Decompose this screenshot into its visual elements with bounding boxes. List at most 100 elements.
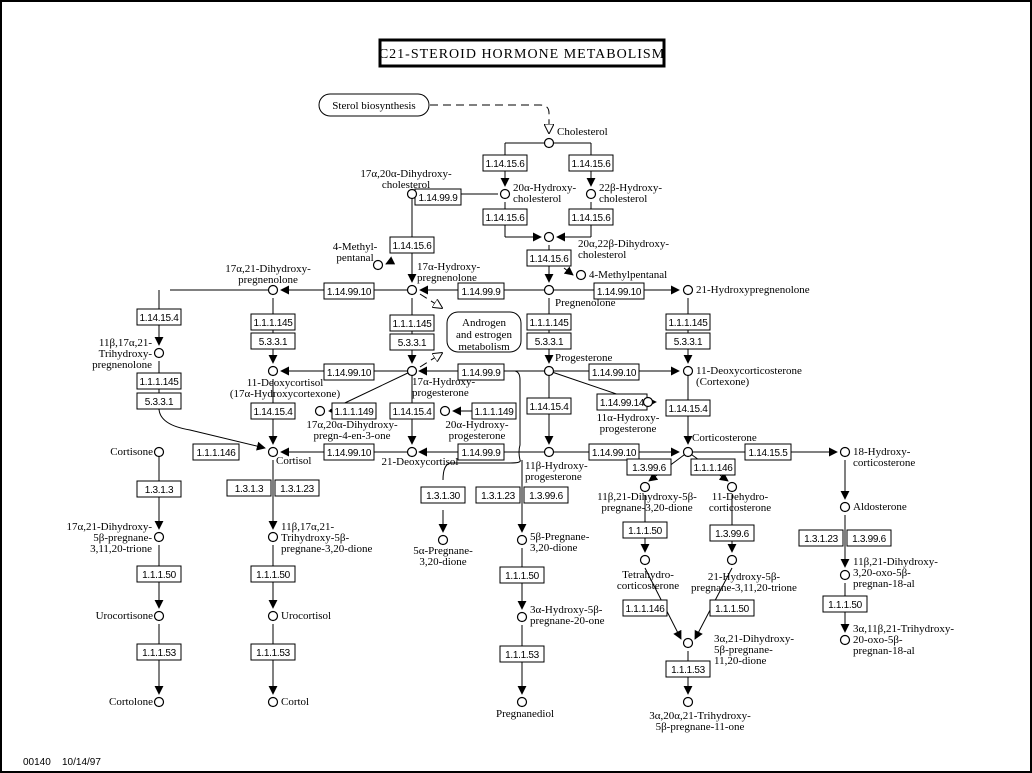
compound-node[interactable] [585, 188, 597, 200]
compound-urocortisone[interactable] [153, 610, 165, 622]
enzyme-box[interactable]: 1.14.15.4 [250, 402, 296, 420]
compound-h20prog[interactable] [439, 405, 451, 417]
compound-node[interactable] [153, 347, 165, 359]
compound-node[interactable] [682, 284, 694, 296]
enzyme-box[interactable]: 1.14.99.10 [593, 282, 645, 300]
enzyme-box[interactable]: 1.1.1.53 [499, 645, 545, 663]
enzyme-box[interactable]: 1.1.1.146 [192, 443, 240, 461]
enzyme-box[interactable]: 1.3.99.6 [846, 529, 892, 547]
compound-node[interactable] [682, 696, 694, 708]
enzyme-box[interactable]: 1.3.1.23 [798, 529, 844, 547]
enzyme-box[interactable]: 1.1.1.50 [622, 521, 668, 539]
enzyme-box[interactable]: 1.14.99.10 [323, 282, 375, 300]
enzyme-box[interactable]: 1.1.1.149 [471, 402, 517, 420]
compound-node[interactable] [153, 446, 165, 458]
compound-apregnanedione[interactable] [437, 534, 449, 546]
compound-node[interactable] [516, 611, 528, 623]
compound-node[interactable] [575, 269, 587, 281]
map-link-sterol[interactable]: Sterol biosynthesis [318, 93, 430, 117]
enzyme-box[interactable]: 1.1.1.145 [136, 372, 182, 390]
compound-dh3a21[interactable] [682, 637, 694, 649]
compound-node[interactable] [839, 634, 851, 646]
enzyme-box[interactable]: 1.14.15.4 [389, 402, 435, 420]
compound-node[interactable] [839, 501, 851, 513]
compound-node[interactable] [543, 365, 555, 377]
compound-aldosterone[interactable] [839, 501, 851, 513]
enzyme-box[interactable]: 5.3.3.1 [665, 332, 711, 350]
compound-h20a[interactable] [499, 188, 511, 200]
enzyme-box[interactable]: 1.1.1.50 [136, 565, 182, 583]
compound-node[interactable] [406, 284, 418, 296]
enzyme-box[interactable]: 1.14.15.4 [136, 308, 182, 326]
enzyme-box[interactable]: 1.14.99.10 [588, 363, 640, 381]
enzyme-box[interactable]: 1.14.15.6 [526, 249, 572, 267]
compound-h17preg[interactable] [406, 284, 418, 296]
compound-h17prog[interactable] [406, 365, 418, 377]
enzyme-box[interactable]: 1.3.99.6 [709, 524, 755, 542]
compound-dh17_21preg[interactable] [267, 284, 279, 296]
compound-node[interactable] [314, 405, 326, 417]
enzyme-box[interactable]: 5.3.3.1 [526, 332, 572, 350]
enzyme-box[interactable]: 1.14.99.10 [588, 443, 640, 461]
compound-h11aprog[interactable] [642, 396, 654, 408]
compound-node[interactable] [639, 554, 651, 566]
compound-dh17_20[interactable] [406, 188, 418, 200]
compound-th11_17_21preg[interactable] [153, 347, 165, 359]
compound-node[interactable] [839, 446, 851, 458]
compound-node[interactable] [153, 531, 165, 543]
enzyme-box[interactable]: 1.14.99.9 [457, 282, 505, 300]
enzyme-box[interactable]: 1.3.1.23 [475, 486, 521, 504]
enzyme-box[interactable]: 1.14.15.6 [568, 208, 614, 226]
compound-th3a11b21[interactable] [839, 634, 851, 646]
enzyme-box[interactable]: 1.14.15.6 [389, 236, 435, 254]
enzyme-box[interactable]: 1.1.1.50 [709, 599, 755, 617]
compound-node[interactable] [726, 481, 738, 493]
enzyme-box[interactable]: 1.1.1.53 [665, 660, 711, 678]
compound-node[interactable] [406, 446, 418, 458]
enzyme-box[interactable]: 1.3.99.6 [523, 486, 569, 504]
enzyme-box[interactable]: 1.14.15.4 [665, 399, 711, 417]
compound-doc11[interactable] [682, 365, 694, 377]
compound-urocortisol[interactable] [267, 610, 279, 622]
compound-h3a5bpreg20[interactable] [516, 611, 528, 623]
compound-dh11_21_5b[interactable] [639, 481, 651, 493]
compound-node[interactable] [543, 446, 555, 458]
compound-bpregnanedione[interactable] [516, 534, 528, 546]
enzyme-box[interactable]: 1.1.1.53 [136, 643, 182, 661]
compound-dh20_22[interactable] [543, 231, 555, 243]
compound-cortisone[interactable] [153, 446, 165, 458]
enzyme-box[interactable]: 5.3.3.1 [136, 392, 182, 410]
enzyme-box[interactable]: 1.1.1.145 [526, 313, 572, 331]
compound-dh17_20pregn[interactable] [314, 405, 326, 417]
enzyme-box[interactable]: 1.1.1.149 [331, 402, 377, 420]
compound-node[interactable] [439, 405, 451, 417]
compound-node[interactable] [153, 610, 165, 622]
compound-node[interactable] [839, 569, 851, 581]
compound-node[interactable] [267, 284, 279, 296]
compound-th11_17_21_5b[interactable] [267, 531, 279, 543]
enzyme-box[interactable]: 1.14.15.6 [568, 154, 614, 172]
compound-node[interactable] [267, 531, 279, 543]
enzyme-box[interactable]: 1.1.1.145 [389, 314, 435, 332]
compound-th3a20a21[interactable] [682, 696, 694, 708]
enzyme-box[interactable]: 1.3.1.3 [136, 480, 182, 498]
enzyme-box[interactable]: 1.14.99.14 [596, 393, 648, 411]
compound-node[interactable] [543, 137, 555, 149]
compound-node[interactable] [406, 188, 418, 200]
enzyme-box[interactable]: 1.1.1.50 [499, 566, 545, 584]
compound-pregnanediol[interactable] [516, 696, 528, 708]
enzyme-box[interactable]: 1.14.15.6 [482, 208, 528, 226]
compound-node[interactable] [516, 534, 528, 546]
enzyme-box[interactable]: 1.14.15.5 [744, 443, 792, 461]
compound-node[interactable] [499, 188, 511, 200]
compound-deoxycortisol21[interactable] [406, 446, 418, 458]
compound-methylpent1[interactable] [372, 259, 384, 271]
enzyme-box[interactable]: 1.1.1.50 [250, 565, 296, 583]
compound-h21preg[interactable] [682, 284, 694, 296]
compound-pregnenolone[interactable] [543, 284, 555, 296]
compound-cortisol[interactable] [267, 446, 279, 458]
compound-cortolone[interactable] [153, 696, 165, 708]
compound-node[interactable] [682, 365, 694, 377]
compound-node[interactable] [682, 446, 694, 458]
